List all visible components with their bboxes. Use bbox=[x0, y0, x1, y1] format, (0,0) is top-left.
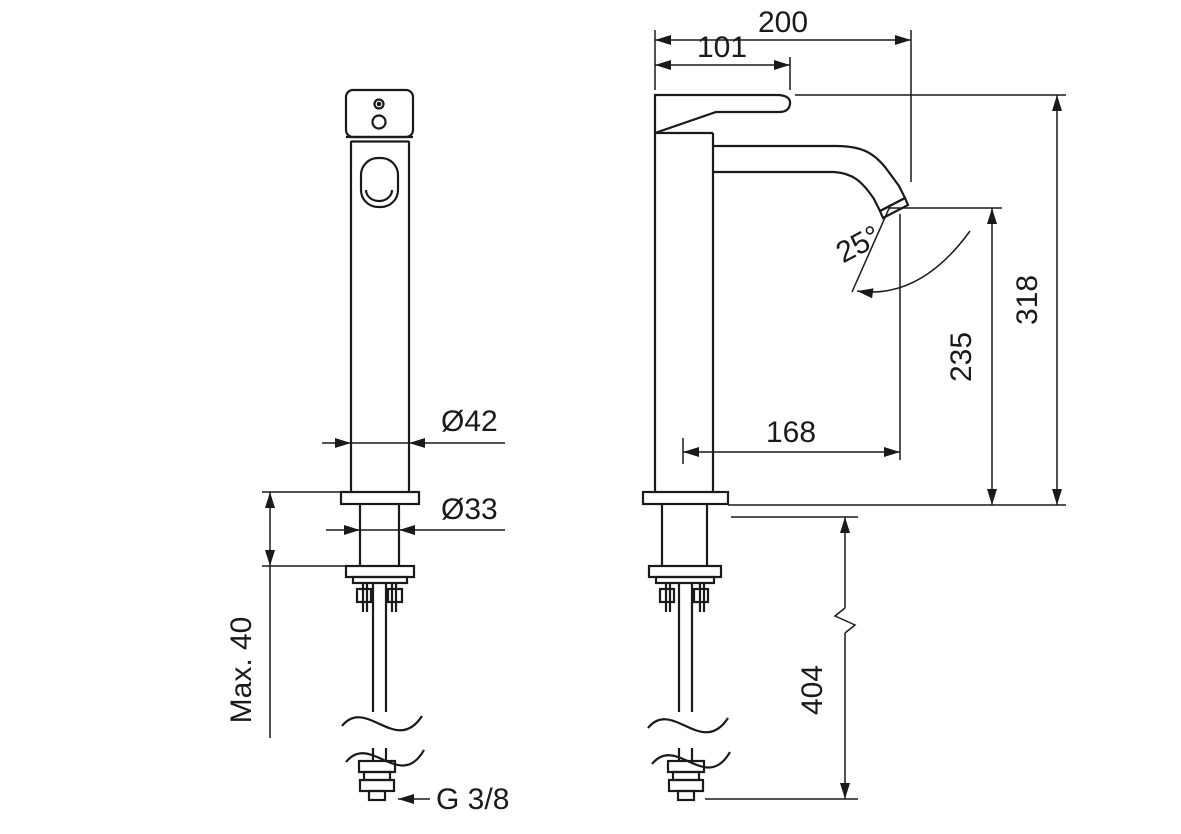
dim-label-thread: G 3/8 bbox=[436, 783, 509, 816]
base-flange-side bbox=[641, 490, 730, 506]
dim-label-total-height: 318 bbox=[1011, 275, 1044, 325]
side-view bbox=[641, 93, 910, 802]
stud-nut bbox=[355, 587, 373, 604]
dim-label-outlet-reach: 168 bbox=[766, 416, 816, 449]
outlet-axis-line bbox=[851, 203, 892, 293]
side-view-dimensions: 200 101 318 235 25° 168 404 bbox=[654, 6, 1066, 800]
cap-screw-dot bbox=[376, 101, 382, 107]
hose-fitting bbox=[671, 770, 701, 782]
base-flange-front bbox=[339, 490, 421, 506]
stud-nut bbox=[692, 587, 710, 604]
dim-label-total-reach: 200 bbox=[758, 6, 808, 39]
hose-fitting bbox=[362, 770, 392, 782]
cap-screw-hole bbox=[373, 98, 385, 110]
faucet-top-cap bbox=[344, 88, 415, 139]
break-wave bbox=[651, 751, 731, 769]
dim-label-max-deck: Max. 40 bbox=[225, 617, 258, 724]
hose-fitting bbox=[667, 778, 705, 793]
mounting-washer-front bbox=[351, 575, 409, 585]
lever-handle bbox=[653, 93, 792, 135]
hose-fitting-thread bbox=[367, 789, 387, 802]
break-wave bbox=[341, 715, 423, 732]
front-view bbox=[339, 88, 425, 802]
mounting-washer-side bbox=[654, 575, 716, 585]
spout-side bbox=[713, 144, 907, 213]
angle-arc bbox=[856, 230, 971, 299]
dim-label-below-deck: 404 bbox=[796, 665, 829, 715]
dim-label-body-diameter: Ø42 bbox=[441, 405, 498, 438]
break-wave bbox=[647, 717, 729, 734]
stud-nut bbox=[658, 587, 676, 604]
front-view-dimensions: Ø42 Ø33 Max. 40 G 3/8 bbox=[225, 405, 509, 816]
mounting-bracket-side bbox=[647, 564, 723, 579]
dim-label-handle-reach: 101 bbox=[697, 31, 747, 64]
cap-lower-hole bbox=[371, 114, 387, 130]
dim-label-shank-diameter: Ø33 bbox=[441, 493, 498, 526]
hose-fitting bbox=[358, 778, 396, 793]
dim-break-zigzag bbox=[833, 607, 857, 634]
mounting-bracket-front bbox=[344, 564, 416, 579]
dim-label-outlet-height: 235 bbox=[945, 332, 978, 382]
hose-fitting-thread bbox=[676, 789, 696, 802]
spout-outlet-front bbox=[359, 156, 400, 209]
dim-label-outlet-angle: 25° bbox=[831, 219, 887, 269]
stud-nut bbox=[386, 587, 404, 604]
aerator-arc bbox=[364, 189, 394, 203]
aerator-tip bbox=[878, 196, 910, 220]
